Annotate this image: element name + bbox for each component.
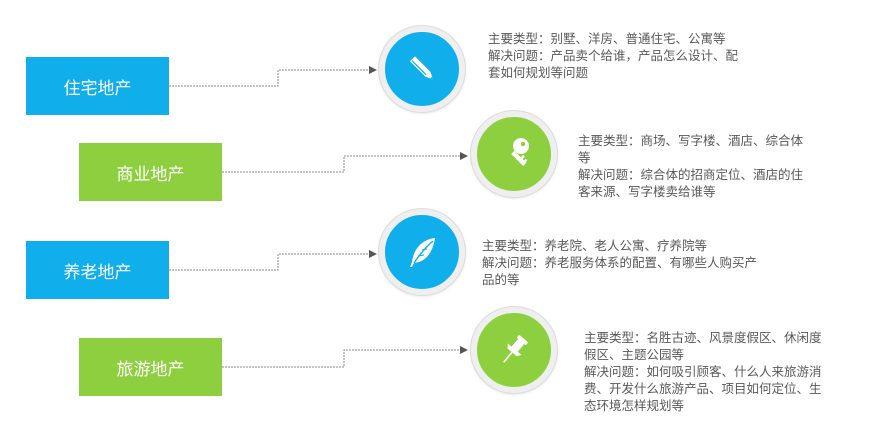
desc-line: 套如何规划等问题 bbox=[488, 65, 589, 80]
label-tourism: 旅游地产 bbox=[79, 338, 222, 396]
desc-line: 解决问题：如何吸引顾客、什么人来旅游消 bbox=[584, 364, 822, 379]
desc-line: 主要类型：名胜古迹、风景度假区、休闲度 bbox=[584, 330, 822, 345]
connector-3 bbox=[169, 250, 377, 271]
desc-line: 解决问题：产品卖个给谁，产品怎么设计、配 bbox=[488, 48, 739, 63]
desc-senior-living: 主要类型：养老院、老人公寓、疗养院等 解决问题：养老服务体系的配置、有哪些人购买… bbox=[482, 237, 757, 288]
label-senior-living: 养老地产 bbox=[26, 241, 169, 299]
label-commercial: 商业地产 bbox=[79, 143, 222, 201]
desc-residential: 主要类型：别墅、洋房、普通住宅、公寓等 解决问题：产品卖个给谁，产品怎么设计、配… bbox=[488, 30, 738, 81]
desc-line: 假区、主题公园等 bbox=[584, 347, 685, 362]
desc-line: 等 bbox=[578, 150, 591, 165]
circle-residential bbox=[379, 26, 465, 112]
connector-1 bbox=[169, 66, 377, 87]
circle-senior-living bbox=[379, 209, 465, 295]
key-icon bbox=[511, 138, 529, 167]
desc-line: 主要类型：别墅、洋房、普通住宅、公寓等 bbox=[488, 31, 726, 46]
circle-commercial bbox=[471, 111, 557, 197]
pencil-icon bbox=[409, 56, 433, 80]
circle-tourism bbox=[471, 307, 557, 393]
feather-icon bbox=[410, 238, 435, 267]
connector-2 bbox=[222, 152, 468, 173]
desc-line: 解决问题：综合体的招商定位、酒店的住 bbox=[578, 167, 804, 182]
desc-line: 态环境怎样规划等 bbox=[584, 398, 685, 413]
desc-line: 主要类型：养老院、老人公寓、疗养院等 bbox=[482, 238, 708, 253]
desc-line: 费、开发什么旅游产品、项目如何定位、生 bbox=[584, 381, 822, 396]
connector-4 bbox=[222, 346, 468, 368]
desc-line: 客来源、写字楼卖给谁等 bbox=[578, 184, 716, 199]
pushpin-icon bbox=[503, 335, 528, 363]
label-residential: 住宅地产 bbox=[26, 57, 169, 115]
desc-tourism: 主要类型：名胜古迹、风景度假区、休闲度 假区、主题公园等 解决问题：如何吸引顾客… bbox=[584, 329, 822, 414]
desc-line: 品的等 bbox=[482, 272, 520, 287]
desc-line: 主要类型：商场、写字楼、酒店、综合体 bbox=[578, 133, 804, 148]
desc-line: 解决问题：养老服务体系的配置、有哪些人购买产 bbox=[482, 255, 758, 270]
desc-commercial: 主要类型：商场、写字楼、酒店、综合体 等 解决问题：综合体的招商定位、酒店的住 … bbox=[578, 132, 803, 200]
